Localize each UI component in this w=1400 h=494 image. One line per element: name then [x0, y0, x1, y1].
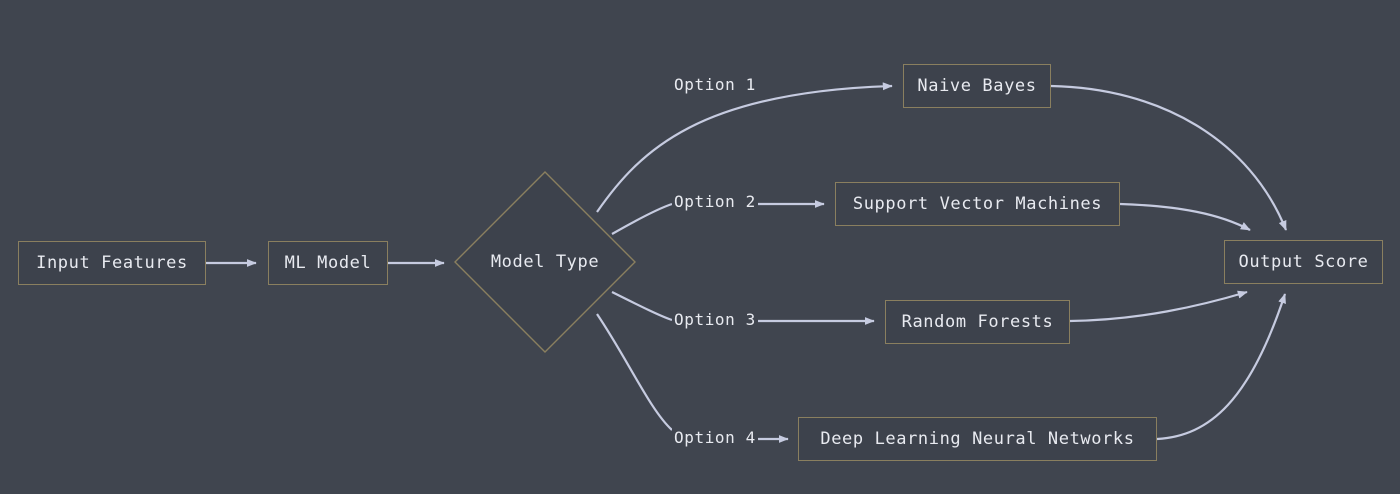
node-model-type[interactable]: Model Type: [490, 252, 600, 272]
edge-label-option-4: Option 4: [672, 428, 758, 447]
edge-type-to-naive-bayes: [596, 82, 893, 213]
node-deep-learning-neural-networks[interactable]: Deep Learning Neural Networks: [798, 417, 1157, 461]
edge-naive-bayes-to-output: [1050, 84, 1288, 231]
edge-label-option-2: Option 2: [672, 192, 758, 211]
edge-type-to-support-vector-machines: [611, 204, 824, 235]
edge-random-forests-to-output: [1069, 290, 1248, 323]
edge-label-option-3: Option 3: [672, 310, 758, 329]
node-naive-bayes[interactable]: Naive Bayes: [903, 64, 1051, 108]
node-support-vector-machines[interactable]: Support Vector Machines: [835, 182, 1120, 226]
node-output-score[interactable]: Output Score: [1224, 240, 1383, 284]
node-input-features[interactable]: Input Features: [18, 241, 206, 285]
edge-deep-learning-to-output: [1156, 293, 1287, 441]
node-random-forests[interactable]: Random Forests: [885, 300, 1070, 344]
edge-type-to-random-forests: [611, 291, 874, 321]
edge-svm-to-output: [1119, 202, 1251, 231]
edge-type-to-deep-learning: [596, 313, 788, 439]
model-type-diamond: [454, 171, 636, 353]
node-ml-model[interactable]: ML Model: [268, 241, 388, 285]
edge-label-option-1: Option 1: [672, 75, 758, 94]
